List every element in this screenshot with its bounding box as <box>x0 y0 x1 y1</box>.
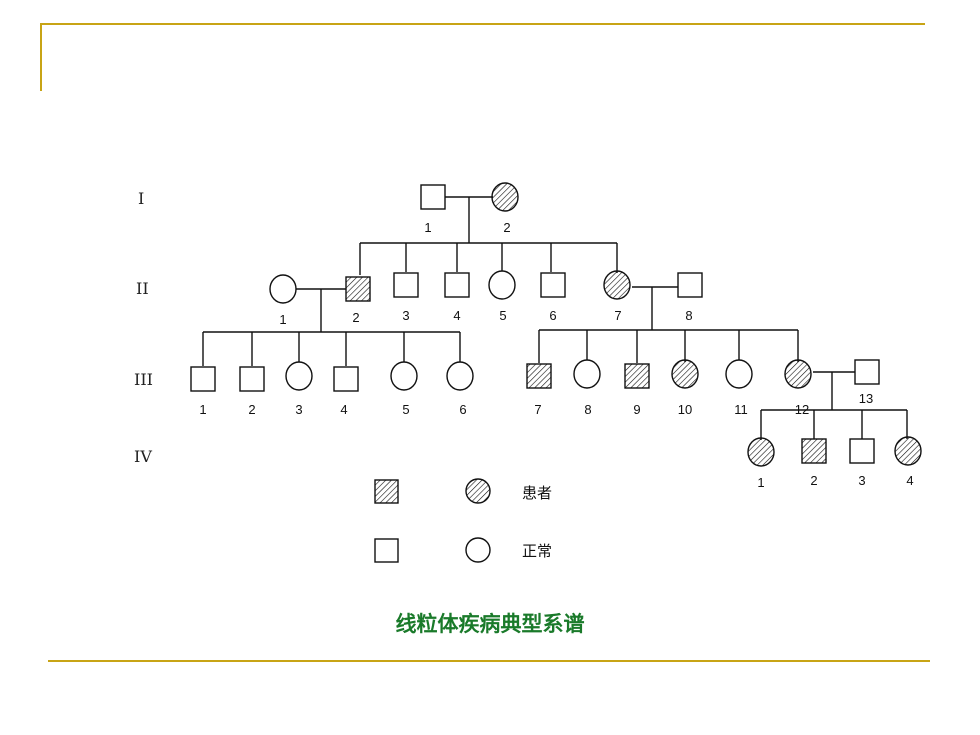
individual-II-3-square <box>393 272 419 298</box>
individual-III-4-square <box>333 366 359 392</box>
num-IV-1: 1 <box>757 475 764 490</box>
pedigree-numbers: 1 2 1 2 3 4 5 6 7 8 1 2 3 4 5 6 7 8 9 10… <box>199 220 913 490</box>
individual-III-12-circle <box>784 359 812 389</box>
num-II-2: 2 <box>352 310 359 325</box>
generation-label-IV: IV <box>134 447 152 466</box>
generation-label-III: III <box>134 370 153 389</box>
individual-I-1-square <box>420 184 446 210</box>
legend-normal-male-symbol <box>374 538 399 563</box>
frame-bottom-rule <box>48 660 930 662</box>
individual-I-2-circle <box>491 182 519 212</box>
num-III-6: 6 <box>459 402 466 417</box>
individual-III-11-circle <box>725 359 753 389</box>
num-III-12: 12 <box>795 402 809 417</box>
individual-IV-3-square <box>849 438 875 464</box>
num-II-6: 6 <box>549 308 556 323</box>
legend-affected-label: 患者 <box>522 484 552 502</box>
legend-affected-male-symbol <box>374 479 399 504</box>
num-II-3: 3 <box>402 308 409 323</box>
num-IV-4: 4 <box>906 473 913 488</box>
individual-III-2-square <box>239 366 265 392</box>
num-III-13: 13 <box>859 391 873 406</box>
num-II-5: 5 <box>499 308 506 323</box>
num-III-10: 10 <box>678 402 692 417</box>
num-IV-3: 3 <box>858 473 865 488</box>
individual-II-1-circle <box>269 274 297 304</box>
individual-III-10-circle <box>671 359 699 389</box>
num-II-7: 7 <box>614 308 621 323</box>
individual-III-13-square <box>854 359 880 385</box>
individual-IV-4-circle <box>894 436 922 466</box>
individual-IV-1-circle <box>747 437 775 467</box>
num-III-4: 4 <box>340 402 347 417</box>
legend: 患者 正常 <box>374 478 552 563</box>
generation-label-I: I <box>138 189 144 208</box>
individual-III-3-circle <box>285 361 313 391</box>
individual-III-9-square <box>624 363 650 389</box>
individual-II-2-square <box>345 276 371 302</box>
individual-III-1-square <box>190 366 216 392</box>
individual-II-6-square <box>540 272 566 298</box>
num-II-4: 4 <box>453 308 460 323</box>
legend-normal-female-symbol <box>465 537 491 563</box>
figure-caption: 线粒体疾病典型系谱 <box>395 612 585 636</box>
frame-top-rule <box>40 23 925 25</box>
individual-IV-2-square <box>801 438 827 464</box>
frame-left-rule <box>40 23 42 91</box>
legend-affected-female-symbol <box>465 478 491 504</box>
individual-II-8-square <box>677 272 703 298</box>
generation-label-II: II <box>136 279 149 298</box>
num-I-1: 1 <box>424 220 431 235</box>
num-I-2: 2 <box>503 220 510 235</box>
num-III-5: 5 <box>402 402 409 417</box>
num-III-11: 11 <box>734 402 748 417</box>
individual-II-7-circle <box>603 270 631 300</box>
num-III-1: 1 <box>199 402 206 417</box>
individual-III-8-circle <box>573 359 601 389</box>
num-II-1: 1 <box>279 312 286 327</box>
individual-III-6-circle <box>446 361 474 391</box>
num-III-7: 7 <box>534 402 541 417</box>
individual-II-4-square <box>444 272 470 298</box>
pedigree-symbols <box>190 182 922 467</box>
individual-II-5-circle <box>488 270 516 300</box>
pedigree-lines <box>202 196 908 440</box>
individual-III-5-circle <box>390 361 418 391</box>
num-III-9: 9 <box>633 402 640 417</box>
num-III-2: 2 <box>248 402 255 417</box>
num-III-3: 3 <box>295 402 302 417</box>
individual-III-7-square <box>526 363 552 389</box>
legend-normal-label: 正常 <box>522 542 552 560</box>
num-II-8: 8 <box>685 308 692 323</box>
num-III-8: 8 <box>584 402 591 417</box>
num-IV-2: 2 <box>810 473 817 488</box>
